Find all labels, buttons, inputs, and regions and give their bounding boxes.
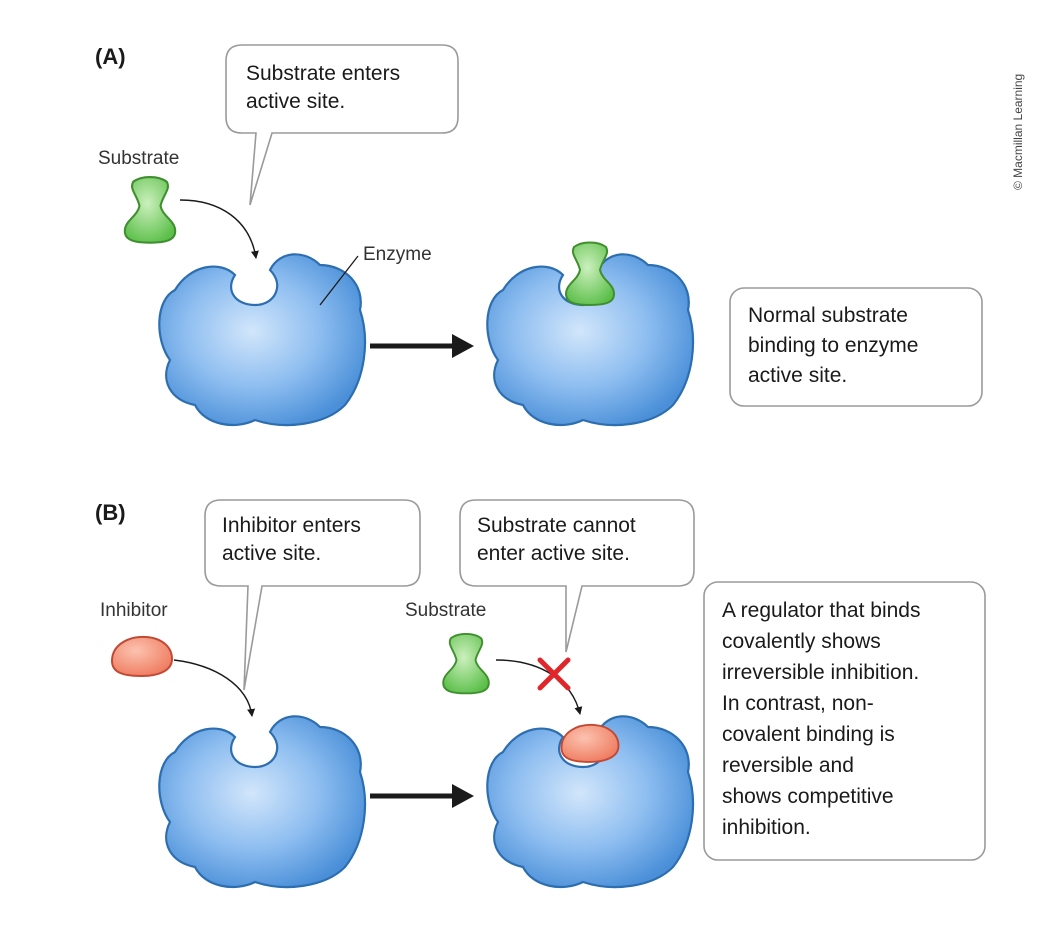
panel-a-info-line: binding to enzyme [748,334,918,357]
inhibitor-entry-arrow [173,659,256,717]
enzyme-empty-b [158,715,367,889]
blocked-x-mark [537,657,571,691]
substrate-label-b: Substrate [405,600,486,621]
panel-b-info-line: irreversible inhibition. [722,661,919,684]
panel-b-info-line: In contrast, non- [722,692,874,715]
reaction-arrowhead-a [452,334,474,358]
blocked-substrate-molecule [442,633,490,695]
panel-a-callout-bubble: Substrate enters active site. [225,44,459,206]
panel-b-info-line: shows competitive [722,785,894,808]
panel-b-info-line: covalently shows [722,630,881,653]
panel-a-info-line: active site. [748,364,847,387]
copyright-notice: © Macmillan Learning [1011,74,1025,190]
enzyme-label: Enzyme [363,244,432,265]
panel-b-info-line: covalent binding is [722,723,895,746]
panel-b-callout2-line: enter active site. [477,542,630,565]
panel-b-callout1-line: Inhibitor enters [222,514,361,537]
panel-b-info-box: A regulator that binds covalently shows ir… [703,581,986,861]
inhibitor-label: Inhibitor [100,600,168,621]
panel-a-label: (A) [95,44,126,69]
substrate-label: Substrate [98,148,179,169]
panel-b-callout1-line: active site. [222,542,321,565]
substrate-entry-arrow [179,199,259,259]
substrate-molecule [123,175,177,244]
panel-b-info-line: reversible and [722,754,854,777]
panel-b-callout-bubble-substrate: Substrate cannot enter active site. [459,499,695,653]
panel-a-info-line: Normal substrate [748,304,908,327]
enzyme-empty [158,253,367,427]
panel-a-callout-line: active site. [246,90,345,113]
panel-b-label: (B) [95,500,126,525]
panel-b-callout2-line: Substrate cannot [477,514,636,537]
panel-b-callout-bubble-inhibitor: Inhibitor enters active site. [204,499,421,691]
reaction-arrowhead-b [452,784,474,808]
panel-a: (A) Substrate enters active site. Substra… [95,44,983,427]
panel-a-callout-line: Substrate enters [246,62,400,85]
inhibitor-molecule [111,635,173,677]
panel-b: (B) Inhibitor enters active site. Substra… [95,499,986,889]
panel-a-info-box: Normal substrate binding to enzyme active … [729,287,983,407]
enzyme-leader-line [319,255,359,306]
bound-inhibitor [560,723,620,763]
panel-b-info-line: A regulator that binds [722,599,920,622]
panel-b-info-line: inhibition. [722,816,811,839]
